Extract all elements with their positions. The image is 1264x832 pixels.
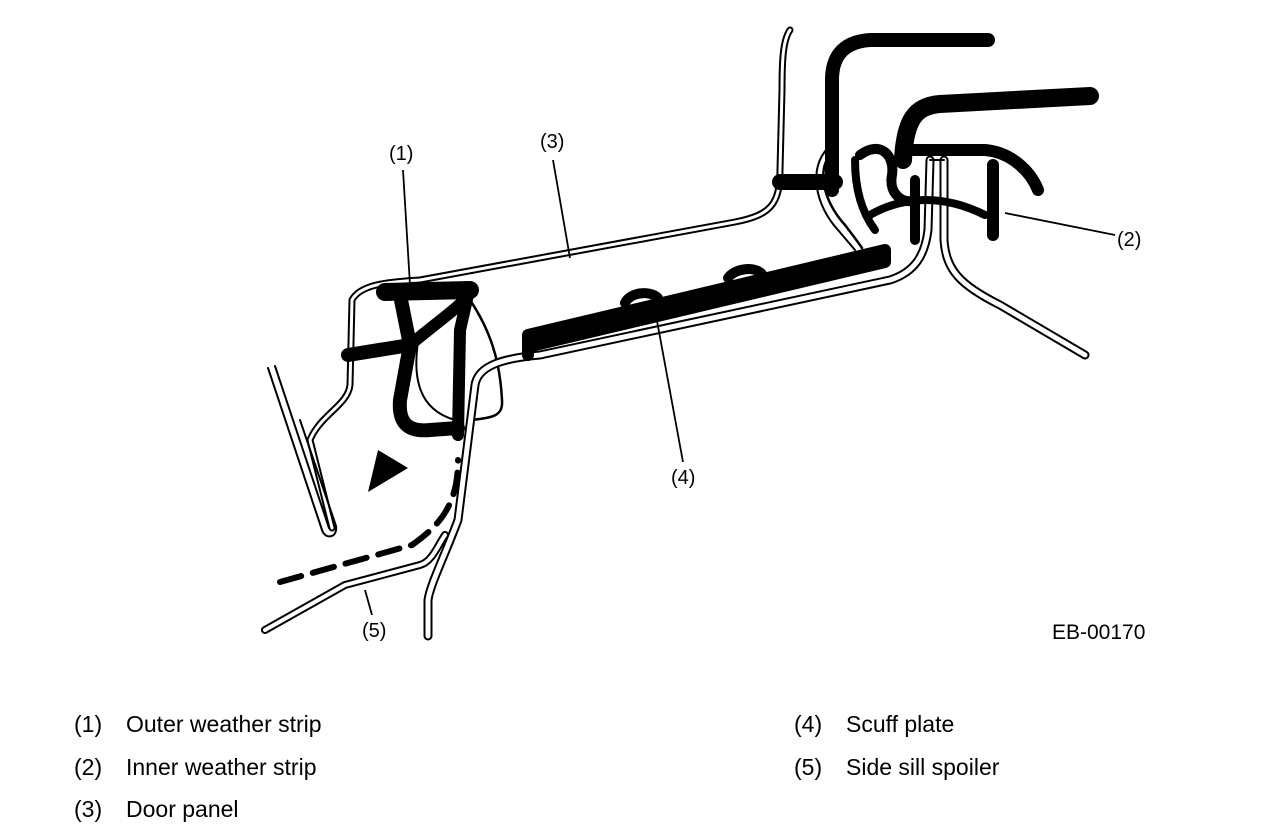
legend-number: (5) — [794, 754, 823, 780]
scuff-plate — [522, 244, 891, 361]
door-glass-edge — [267, 365, 338, 538]
door-panel — [306, 26, 794, 532]
outer-weather-strip — [341, 281, 504, 441]
callout-5: (5) — [362, 620, 386, 642]
side-sill-spoiler — [261, 457, 461, 634]
callout-2: (2) — [1117, 229, 1141, 251]
legend-label: Inner weather strip — [126, 754, 317, 780]
callout-1: (1) — [389, 143, 413, 165]
legend-number: (3) — [74, 796, 103, 822]
legend-number: (1) — [74, 711, 103, 737]
legend-label: Side sill spoiler — [846, 754, 1000, 780]
upper-body-trim — [772, 33, 1099, 197]
legend-label: Outer weather strip — [126, 711, 322, 737]
legend-number: (4) — [794, 711, 823, 737]
callout-3: (3) — [540, 131, 564, 153]
weather-strip-cross-section-diagram: (1) (3) (2) (4) (5) EB-00170 — [261, 26, 1145, 644]
callout-4: (4) — [671, 467, 695, 489]
legend-number: (2) — [74, 754, 103, 780]
inner-weather-strip — [815, 144, 1044, 251]
body-sill-panel — [423, 155, 1090, 641]
leader-lines — [364, 159, 1116, 616]
direction-arrow — [368, 450, 408, 492]
figure-id: EB-00170 — [1052, 621, 1145, 644]
legend-label: Scuff plate — [846, 711, 955, 737]
legend-label: Door panel — [126, 796, 239, 822]
